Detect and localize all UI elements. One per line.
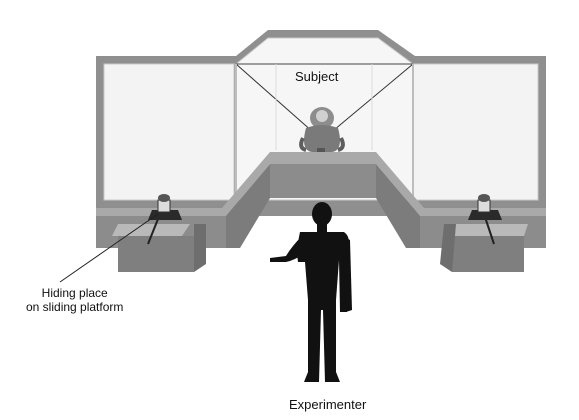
left-panel [103,63,235,201]
left-hiding-place [148,194,182,220]
hiding-place-label: Hiding place on sliding platform [26,286,123,314]
left-platform-top [112,224,190,236]
counter-front-center [270,164,376,198]
right-hiding-place [468,194,502,220]
hiding-place-label-line-1: Hiding place [41,286,108,300]
subject-label: Subject [295,69,339,84]
counter-front-right-diag [376,164,420,248]
hiding-place-leader-line [59,213,159,283]
left-platform-side [194,224,206,272]
experimenter-figure [270,202,352,382]
right-platform-side [440,224,456,272]
counter [96,152,546,272]
left-platform-front [118,236,194,272]
experimenter-label: Experimenter [289,397,367,412]
hiding-place-label-line-2: on sliding platform [26,300,124,314]
window-line-right [321,63,414,141]
counter-top [96,152,546,216]
counter-front-left-diag [226,164,270,248]
right-panel [412,63,539,201]
right-platform-front [452,236,524,272]
window-line-left [235,63,323,141]
